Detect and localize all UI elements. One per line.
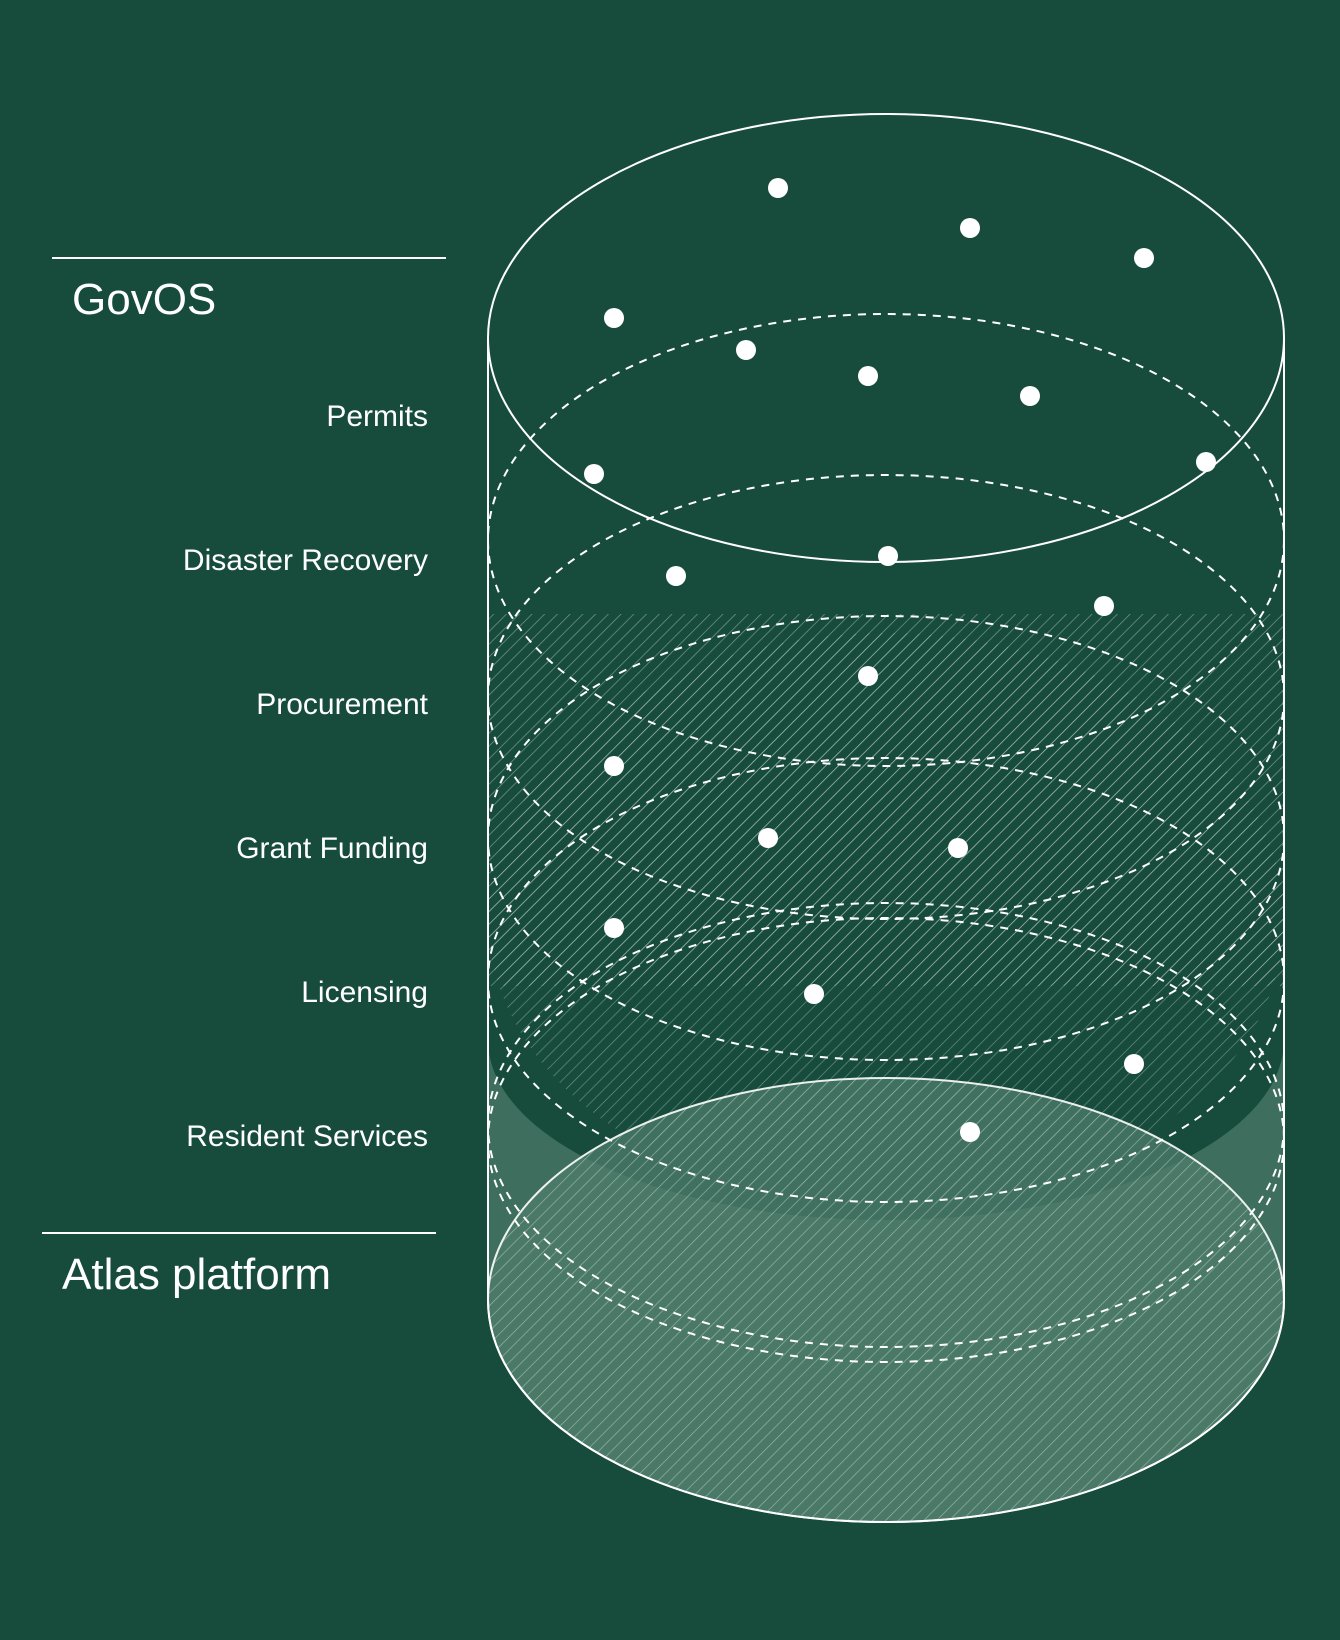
dot <box>858 666 878 686</box>
dot <box>960 1122 980 1142</box>
dot <box>1124 1054 1144 1074</box>
dot <box>1196 452 1216 472</box>
dot <box>604 756 624 776</box>
atlas-divider <box>42 1232 436 1234</box>
dot <box>804 984 824 1004</box>
dot <box>604 918 624 938</box>
dot <box>768 178 788 198</box>
layer-labels: Permits Disaster Recovery Procurement Gr… <box>0 0 428 1640</box>
dot <box>758 828 778 848</box>
dot <box>1020 386 1040 406</box>
data-dots <box>584 178 1216 1142</box>
dot <box>948 838 968 858</box>
hatched-band <box>488 614 1284 1205</box>
atlas-title: Atlas platform <box>62 1250 331 1299</box>
layer-label-licensing: Licensing <box>301 976 428 1009</box>
govos-title: GovOS <box>72 275 217 324</box>
dot <box>1134 248 1154 268</box>
atlas-base-fill <box>488 1040 1284 1522</box>
layer-label-permits: Permits <box>326 400 428 433</box>
dot <box>960 218 980 238</box>
dot <box>878 546 898 566</box>
dot <box>604 308 624 328</box>
layer-label-grant-funding: Grant Funding <box>236 832 428 865</box>
dot <box>1094 596 1114 616</box>
layer-label-disaster-recovery: Disaster Recovery <box>182 544 428 577</box>
layer-label-procurement: Procurement <box>256 688 428 721</box>
dot <box>584 464 604 484</box>
govos-divider <box>52 257 446 259</box>
dot <box>736 340 756 360</box>
dot <box>858 366 878 386</box>
layer-label-resident-services: Resident Services <box>186 1120 428 1153</box>
dot <box>666 566 686 586</box>
cylinder-top <box>487 113 1285 563</box>
